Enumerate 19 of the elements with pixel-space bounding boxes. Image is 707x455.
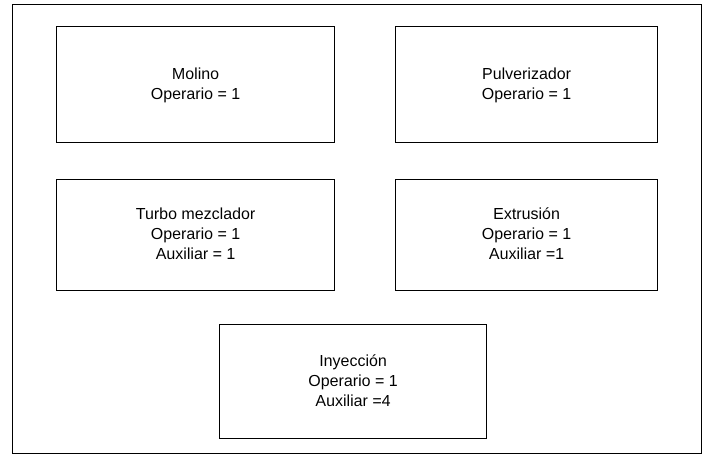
station-box bbox=[56, 179, 335, 291]
station-name: Molino bbox=[172, 64, 220, 84]
station-name: Inyección bbox=[319, 352, 387, 372]
staff-count: Auxiliar =4 bbox=[315, 392, 391, 412]
staff-count: Operario = 1 bbox=[150, 84, 240, 104]
station-box bbox=[395, 26, 658, 143]
station-box bbox=[395, 179, 658, 291]
station-box bbox=[219, 324, 487, 439]
station-name: Pulverizador bbox=[482, 64, 571, 84]
staff-count: Operario = 1 bbox=[150, 225, 240, 245]
staff-count: Auxiliar =1 bbox=[488, 245, 564, 265]
staff-count: Operario = 1 bbox=[308, 372, 398, 392]
staff-count: Operario = 1 bbox=[482, 84, 572, 104]
station-name: Turbo mezclador bbox=[136, 205, 256, 225]
staff-count: Auxiliar = 1 bbox=[156, 245, 236, 265]
station-box bbox=[56, 26, 335, 143]
staff-count: Operario = 1 bbox=[482, 225, 572, 245]
station-name: Extrusión bbox=[493, 205, 560, 225]
frame-box bbox=[12, 4, 702, 454]
